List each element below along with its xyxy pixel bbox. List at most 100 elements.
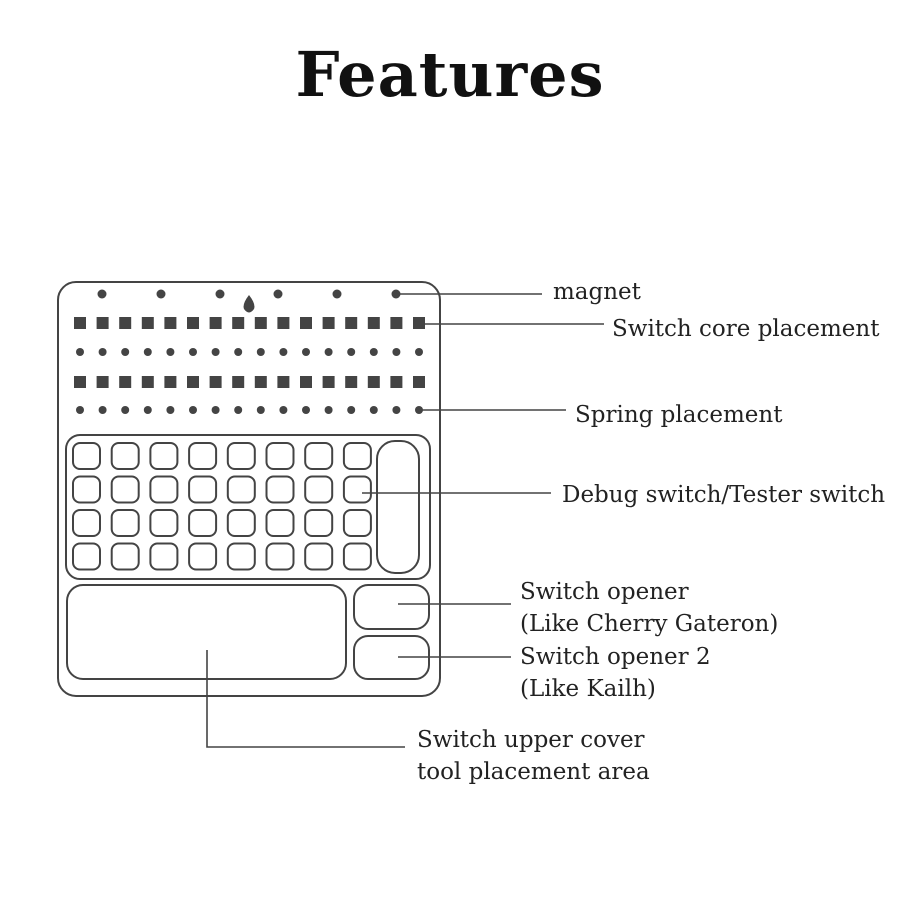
label-opener2-line1: Switch opener 2 xyxy=(520,644,711,670)
spring-slot-dot xyxy=(392,348,401,356)
tester-switch-slot xyxy=(110,509,140,537)
switch-core-slot xyxy=(322,317,335,329)
switch-core-slot xyxy=(141,317,154,329)
tester-switch-slot xyxy=(72,509,101,537)
page-title: Features xyxy=(295,38,605,111)
switch-core-slot xyxy=(413,317,425,329)
spring-slot-dot xyxy=(279,348,288,356)
spring-slot-dot xyxy=(256,406,265,414)
switch-core-slot xyxy=(164,317,177,329)
tester-key-grid xyxy=(72,442,372,571)
switch-core-slot xyxy=(96,317,109,329)
spring-slot-dot xyxy=(211,406,220,414)
tester-switch-slot xyxy=(226,542,256,571)
switch-core-row xyxy=(74,317,425,329)
spring-slot-dot xyxy=(143,406,152,414)
spring-slot-dot xyxy=(279,406,288,414)
tester-switch-slot xyxy=(304,542,334,571)
switch-core-slot xyxy=(209,317,222,329)
magnet-dot xyxy=(273,289,283,299)
spring-slot-dot xyxy=(98,348,107,356)
tester-switch-slot xyxy=(226,442,256,470)
tester-switch-slot xyxy=(188,509,218,537)
spring-slot-dot xyxy=(256,348,265,356)
switch-core-slot xyxy=(187,317,199,329)
switch-core-slot xyxy=(277,376,290,388)
label-spring: Spring placement xyxy=(575,402,783,428)
magnet-dot xyxy=(215,289,225,299)
label-cover-line1: Switch upper cover xyxy=(417,727,645,753)
magnet-dots xyxy=(97,289,401,299)
spring-slot-dot xyxy=(302,348,310,356)
tester-switch-slot xyxy=(342,475,372,504)
spring-slot-dot xyxy=(166,406,175,414)
spring-dot-row xyxy=(76,406,423,414)
tester-switch-slot xyxy=(265,542,295,571)
switch-core-slot xyxy=(119,376,132,388)
magnet-dot xyxy=(391,289,401,299)
tester-switch-slot xyxy=(188,475,218,504)
switch-core-slot xyxy=(141,376,154,388)
switch-core-slot xyxy=(345,376,358,388)
switch-core-slot xyxy=(300,376,312,388)
tester-switch-slot xyxy=(72,542,101,571)
tester-switch-slot xyxy=(72,475,101,504)
switch-core-slot xyxy=(322,376,335,388)
tester-switch-slot xyxy=(342,542,372,571)
tester-switch-slot xyxy=(72,442,101,470)
spring-slot-dot xyxy=(392,406,401,414)
leader-cover xyxy=(206,650,405,748)
debug-switch-area xyxy=(65,434,431,580)
switch-core-slot xyxy=(413,376,425,388)
tester-switch-slot xyxy=(188,442,218,470)
tester-switch-slot xyxy=(149,542,179,571)
switch-core-row xyxy=(74,376,425,388)
switch-core-slot xyxy=(390,376,403,388)
spring-slot-dot xyxy=(98,406,107,414)
tester-switch-slot xyxy=(110,475,140,504)
spring-slot-dot xyxy=(76,406,84,414)
label-opener-line2: (Like Cherry Gateron) xyxy=(520,611,778,637)
label-cover-line2: tool placement area xyxy=(417,759,650,785)
spring-slot-dot xyxy=(121,406,130,414)
tester-switch-slot xyxy=(265,509,295,537)
spring-slot-dot xyxy=(121,348,130,356)
magnet-dot xyxy=(156,289,166,299)
switch-core-slot xyxy=(300,317,312,329)
spring-slot-dot xyxy=(415,406,423,414)
spring-slot-dot xyxy=(302,406,310,414)
spring-slot-dot xyxy=(189,348,197,356)
tall-slot xyxy=(376,440,420,574)
switch-core-slot xyxy=(254,376,267,388)
tester-switch-slot xyxy=(304,509,334,537)
spring-slot-dot xyxy=(369,406,378,414)
spring-dot-row xyxy=(76,348,423,356)
label-magnet: magnet xyxy=(553,279,642,305)
tester-switch-slot xyxy=(304,475,334,504)
hanging-hole-icon xyxy=(243,295,255,313)
label-debug: Debug switch/Tester switch xyxy=(562,482,885,508)
tester-switch-slot xyxy=(265,475,295,504)
switch-core-slot xyxy=(367,376,380,388)
switch-core-slot xyxy=(277,317,290,329)
spring-slot-dot xyxy=(415,348,423,356)
tester-switch-slot xyxy=(110,542,140,571)
tester-switch-slot xyxy=(304,442,334,470)
tester-switch-slot xyxy=(342,509,372,537)
magnet-dot xyxy=(97,289,107,299)
switch-core-slot xyxy=(232,317,245,329)
switch-core-slot xyxy=(254,317,267,329)
tester-switch-slot xyxy=(226,475,256,504)
spring-slot-dot xyxy=(143,348,152,356)
spring-slot-dot xyxy=(347,406,356,414)
tester-switch-slot xyxy=(149,475,179,504)
tester-switch-slot xyxy=(149,442,179,470)
tester-switch-slot xyxy=(265,442,295,470)
spring-slot-dot xyxy=(324,406,333,414)
switch-core-slot xyxy=(74,317,86,329)
spring-slot-dot xyxy=(189,406,197,414)
spring-slot-dot xyxy=(324,348,333,356)
tester-switch-slot xyxy=(226,509,256,537)
switch-core-slot xyxy=(187,376,199,388)
